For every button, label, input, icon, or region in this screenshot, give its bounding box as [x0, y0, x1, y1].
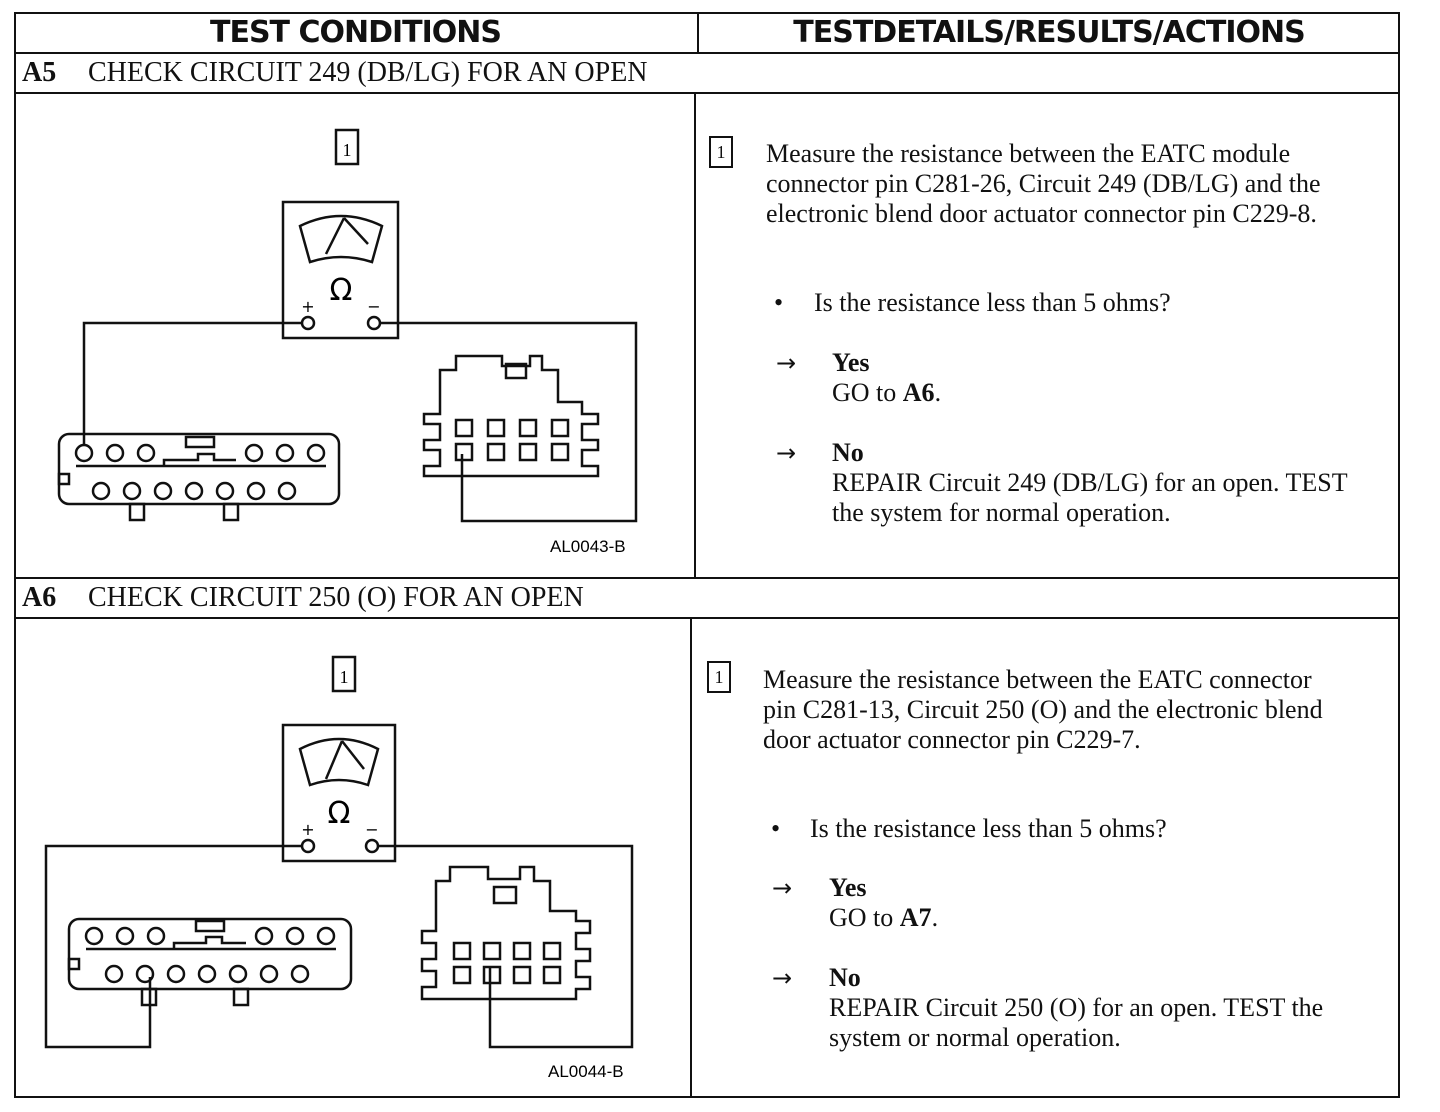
arrow-icon: → [772, 874, 793, 902]
actuator-connector-c229 [422, 354, 600, 478]
step-instruction: Measure the resistance between the EATC … [766, 139, 1321, 228]
meter-plus: + [301, 297, 314, 316]
bullet: • [774, 288, 784, 317]
yes-action-prefix: GO to [829, 903, 894, 932]
section-title-text: CHECK CIRCUIT 249 (DB/LG) FOR AN OPEN [88, 57, 648, 88]
yes-label: Yes [829, 873, 867, 902]
figure-step-box [331, 655, 357, 693]
section-a5-title-rule [14, 92, 1400, 94]
yes-branch: Yes GO to A6. [832, 348, 1372, 408]
arrow-icon: → [772, 964, 793, 992]
yes-label: Yes [832, 348, 870, 377]
yes-action-target: A7 [899, 903, 932, 932]
step-instruction: Measure the resistance between the EATC … [763, 665, 1323, 754]
circuit-diagram-a5: 1 Ω + − AL0043-B [57, 128, 638, 556]
no-action: REPAIR Circuit 250 (O) for an open. TEST… [829, 993, 1324, 1052]
yes-action-target: A6 [902, 378, 935, 407]
ohmmeter [281, 200, 400, 340]
header-test-conditions: TEST CONDITIONS [209, 15, 502, 50]
yes-action-suffix: . [931, 903, 939, 932]
no-action: REPAIR Circuit 249 (DB/LG) for an open. … [832, 468, 1348, 527]
question: Is the resistance less than 5 ohms? [810, 814, 1167, 843]
meter-minus: − [365, 820, 378, 839]
yes-action-suffix: . [934, 378, 942, 407]
no-branch: No REPAIR Circuit 250 (O) for an open. T… [829, 963, 1379, 1053]
no-label: No [832, 438, 864, 467]
ohm-symbol: Ω [330, 273, 353, 308]
header-test-details: TESTDETAILS/RESULTS/ACTIONS [793, 15, 1305, 50]
figure-id: AL0043-B [550, 537, 626, 556]
circuit-diagram-a6: 1 Ω + − AL0044-B [44, 655, 634, 1081]
module-connector-c281 [57, 432, 341, 506]
figure-step-number: 1 [343, 140, 352, 160]
yes-branch: Yes GO to A7. [829, 873, 1379, 933]
section-id: A6 [22, 582, 57, 613]
section-id: A5 [22, 57, 57, 88]
figure-id: AL0044-B [548, 1062, 624, 1081]
procedure-table [14, 12, 1400, 1098]
section-a5-title: A5 CHECK CIRCUIT 249 (DB/LG) FOR AN OPEN [22, 55, 648, 91]
actuator-connector-c229 [420, 865, 592, 1001]
pin-rows [74, 418, 570, 501]
header-divider [697, 12, 699, 53]
ohmmeter [281, 723, 397, 863]
module-connector-c281 [67, 917, 353, 991]
question: Is the resistance less than 5 ohms? [814, 288, 1171, 317]
pin-rows [84, 926, 562, 985]
section-title-text: CHECK CIRCUIT 250 (O) FOR AN OPEN [88, 582, 584, 613]
bullet: • [771, 814, 781, 843]
figure-step-number: 1 [340, 667, 349, 687]
no-branch: No REPAIR Circuit 249 (DB/LG) for an ope… [832, 438, 1372, 528]
header-rule [14, 52, 1400, 54]
meter-minus: − [367, 297, 380, 316]
section-a5-bottom-rule [14, 577, 1400, 579]
ohm-symbol: Ω [328, 796, 351, 831]
step-number-box: 1 [709, 136, 733, 168]
figure-step-box [334, 128, 360, 166]
meter-plus: + [301, 820, 314, 839]
yes-action-prefix: GO to [832, 378, 897, 407]
section-a6-title: A6 CHECK CIRCUIT 250 (O) FOR AN OPEN [22, 580, 584, 616]
arrow-icon: → [776, 349, 797, 377]
step-number-box: 1 [707, 661, 731, 693]
section-a6-divider [690, 617, 692, 1098]
section-a5-divider [694, 92, 696, 578]
no-label: No [829, 963, 861, 992]
section-a6-title-rule [14, 617, 1400, 619]
arrow-icon: → [776, 439, 797, 467]
